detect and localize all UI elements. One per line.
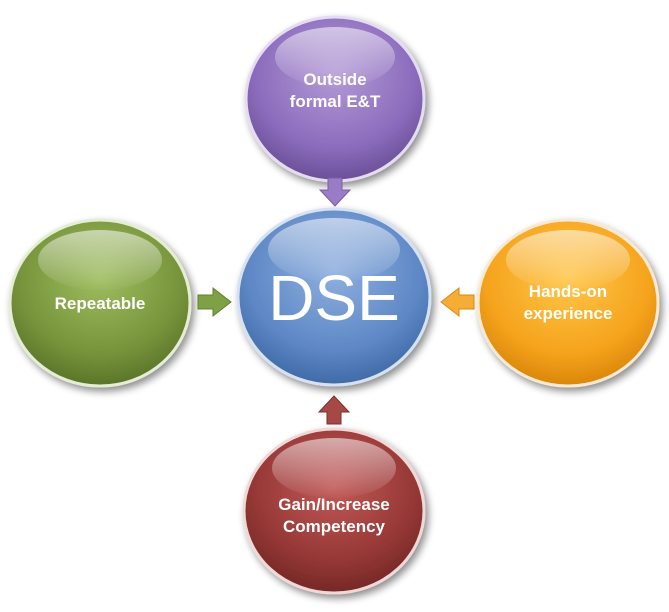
arrow-down-icon xyxy=(318,177,352,207)
arrow-right-icon xyxy=(197,286,232,318)
arrow-up-icon xyxy=(317,395,351,425)
node-repeatable xyxy=(8,218,192,388)
node-dse-center xyxy=(236,207,432,387)
node-hands-on-line1: Hands-on xyxy=(529,282,607,301)
node-outside-formal-et xyxy=(244,15,426,183)
node-gain-line1: Gain/Increase xyxy=(278,495,390,514)
arrow-left-icon xyxy=(440,286,475,318)
node-hands-on-line2: experience xyxy=(524,304,613,323)
node-repeatable-label: Repeatable xyxy=(55,294,146,313)
node-outside-formal-et-line2: formal E&T xyxy=(290,92,381,111)
node-dse-label: DSE xyxy=(268,262,400,334)
node-hands-on-experience xyxy=(476,218,660,388)
node-gain-line2: Competency xyxy=(283,517,386,536)
node-outside-formal-et-line1: Outside xyxy=(303,70,366,89)
node-gain-increase-competency xyxy=(242,427,426,595)
